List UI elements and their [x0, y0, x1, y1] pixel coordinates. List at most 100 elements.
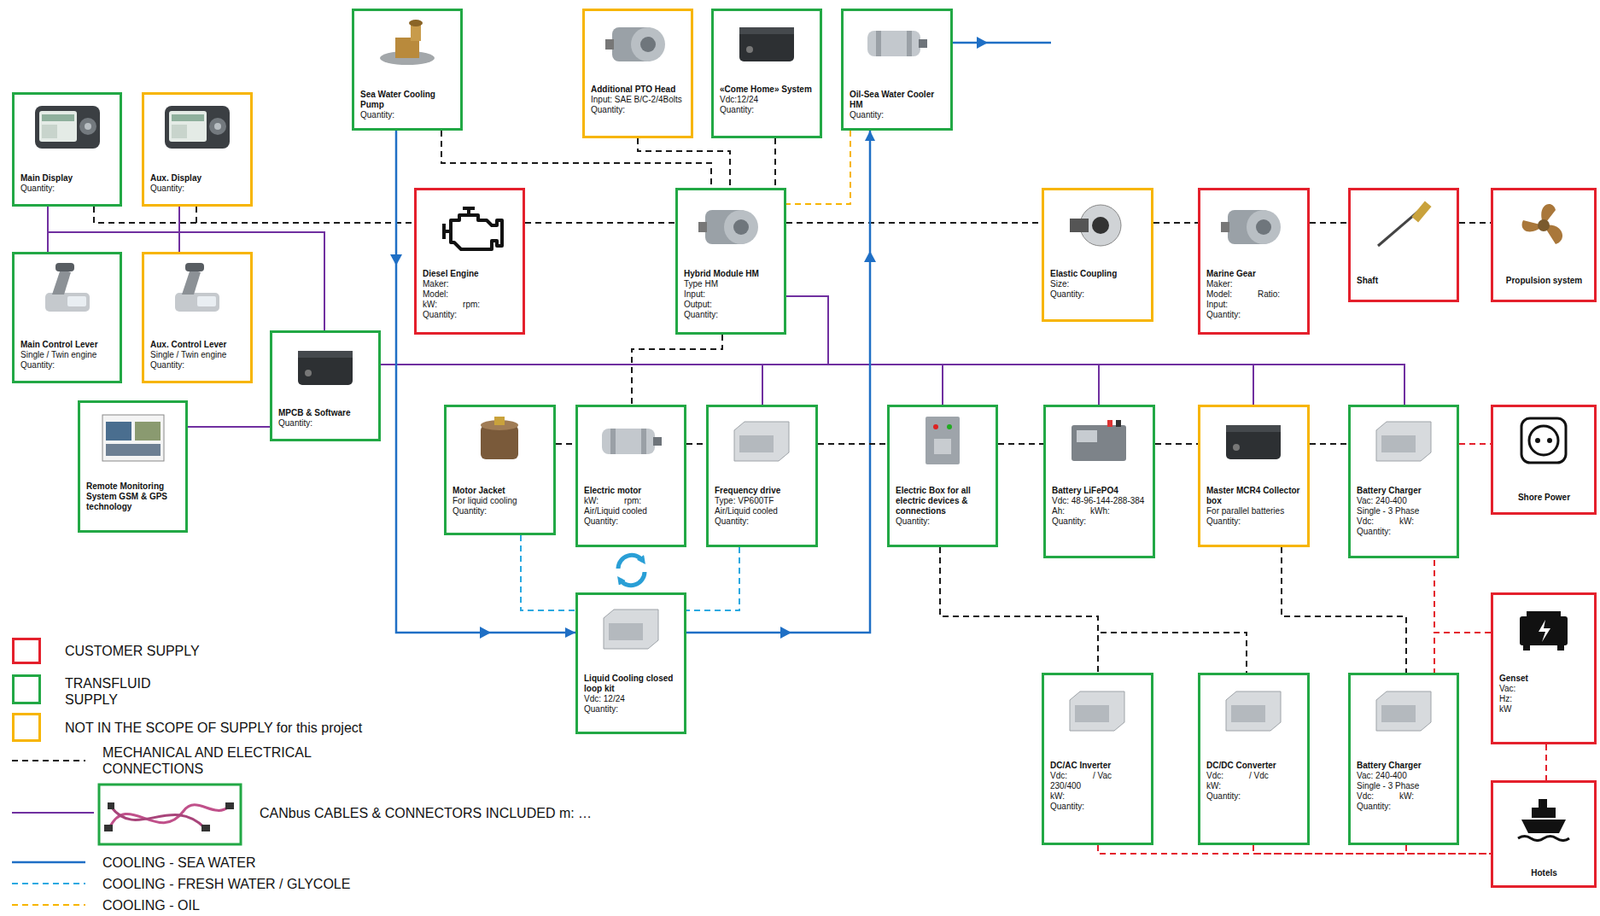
legend-text: CUSTOMER SUPPLY [64, 642, 339, 660]
box-field: Quantity: [714, 516, 811, 527]
supply-box: Aux. Control LeverSingle / Twin engineQu… [141, 251, 253, 384]
connector [817, 443, 888, 445]
supply-box: Hybrid Module HMType HMInput:Output:Quan… [675, 187, 787, 335]
supply-box: Battery LiFePO4Vdc: 48-96-144-288-384Ah:… [1043, 404, 1156, 559]
cable-picture-frame [99, 784, 241, 845]
connector [1309, 443, 1349, 445]
box-field: Vdc: [1356, 791, 1374, 802]
box-field: Quantity: [1050, 289, 1146, 300]
supply-box: Motor JacketFor liquid coolingQuantity: [443, 404, 556, 536]
supply-box: Hotels [1490, 780, 1597, 888]
field-row: Vdc:kW: [1356, 516, 1452, 527]
supply-box: Battery ChargerVac: 240-400Single - 3 Ph… [1348, 672, 1460, 846]
flow-arrow [976, 36, 988, 49]
field-row: kW:rpm: [583, 496, 679, 507]
legend-text: COOLING - SEA WATER [102, 854, 444, 871]
mpcb-picture [297, 350, 353, 386]
legend-text: NOT IN THE SCOPE OF SUPPLY for this proj… [64, 719, 458, 736]
box-field: Input: [1206, 299, 1303, 310]
box-field: Input: SAE B/C-2/4Bolts [590, 94, 686, 106]
box-field: Single / Twin engine [20, 350, 115, 361]
connector [1545, 744, 1548, 781]
circulation-arrow [619, 572, 645, 586]
component-pictures [35, 19, 1570, 841]
box-title: Sea Water Cooling Pump [360, 89, 456, 111]
cooler-picture [867, 30, 928, 57]
supply-box: Additional PTO HeadInput: SAE B/C-2/4Bol… [582, 8, 694, 139]
box-title: Frequency drive [714, 485, 811, 497]
shaft-picture [1378, 201, 1432, 246]
box-title: Genset [1499, 673, 1589, 684]
box-field: Quantity: [583, 704, 679, 715]
supply-box: Battery ChargerVac: 240-400Single - 3 Ph… [1348, 404, 1460, 559]
connector [1459, 443, 1491, 445]
box-field: Quantity: [895, 516, 991, 527]
supply-box: «Come Home» SystemVdc:12/24Quantity: [711, 8, 823, 139]
connector [1459, 221, 1491, 224]
box-field: Type: VP600TF [714, 496, 811, 507]
supply-box: Remote Monitoring System GSM & GPS techn… [77, 400, 188, 533]
connector [1434, 632, 1491, 673]
box-title: Aux. Control Lever [150, 339, 246, 351]
battery-picture [1071, 420, 1127, 462]
connector [940, 547, 1098, 673]
box-field: kW: [1050, 791, 1146, 802]
connector [555, 443, 576, 445]
connector [1155, 443, 1198, 445]
box-field: kW [1499, 704, 1589, 715]
connector [380, 364, 1254, 405]
socket-icon [1521, 418, 1566, 463]
box-field: kW: [1399, 516, 1414, 527]
box-title: Remote Monitoring System GSM & GPS techn… [86, 481, 181, 513]
box-title: Electric motor [583, 485, 679, 497]
connector [998, 443, 1044, 445]
box-title: Main Display [20, 173, 115, 184]
genset-icon [1519, 611, 1568, 651]
field-row: Vdc:kW: [1356, 791, 1452, 802]
box-field: Quantity: [452, 506, 549, 517]
box-field: Vac: 240-400 [1356, 770, 1452, 782]
box-title: Shore Power [1499, 492, 1589, 503]
connector [441, 130, 712, 188]
box-title: Marine Gear [1206, 268, 1303, 280]
box-field: Size: [1050, 279, 1146, 290]
box-field: Quantity: [1050, 801, 1146, 812]
come-home-picture [739, 27, 795, 62]
connector [631, 334, 723, 405]
lever-picture [45, 262, 90, 312]
box-title: Electric Box for all electric devices & … [895, 485, 991, 517]
box-title: MPCB & Software [278, 408, 374, 419]
box-field: Vdc: [1050, 770, 1068, 782]
connector [380, 296, 829, 365]
connector [1309, 221, 1349, 224]
connector [380, 364, 1405, 405]
box-field: Quantity: [20, 183, 115, 194]
box-field: Quantity: [1051, 516, 1148, 527]
box-field: rpm: [624, 496, 642, 507]
collector-picture [1226, 425, 1281, 460]
box-title: Propulsion system [1499, 275, 1589, 287]
connector [686, 547, 740, 611]
box-title: Hotels [1499, 868, 1589, 879]
connector [1153, 221, 1198, 224]
display-picture [35, 105, 100, 149]
legend-text: COOLING - OIL [102, 897, 444, 914]
legend-line [11, 904, 86, 906]
supply-box: Oil-Sea Water Cooler HMQuantity: [840, 8, 953, 131]
cabinet-picture [925, 416, 960, 465]
display-picture [164, 105, 230, 149]
box-field: Quantity: [1206, 516, 1303, 527]
legend-swatch [11, 637, 41, 665]
connector [1281, 547, 1407, 673]
connector [786, 130, 851, 205]
box-field: Quantity: [1356, 801, 1452, 812]
supply-box: DC/DC ConverterVdc:/ VdckW:Quantity: [1197, 672, 1310, 846]
connector [196, 206, 415, 223]
field-row: Vdc:/ Vdc [1206, 770, 1303, 782]
box-field: Vdc:12/24 [719, 94, 815, 106]
box-field: 230/400 [1050, 781, 1146, 792]
field-row: kW:rpm: [422, 299, 518, 310]
connector [940, 547, 1247, 673]
box-field: Type HM [683, 279, 779, 290]
